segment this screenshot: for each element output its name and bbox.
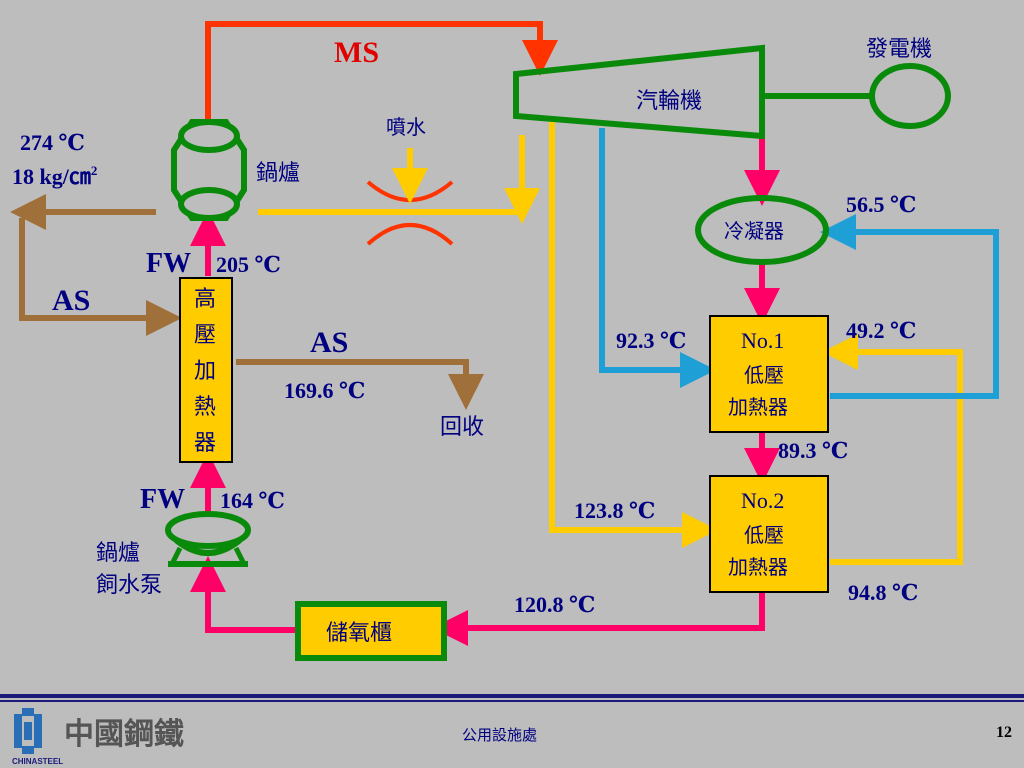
lp1-temp-right-label: 49.2 ℃ [846, 318, 916, 343]
boiler-pressure-label: 18 kg/㎝2 [12, 163, 97, 189]
footer-rule-thin [0, 700, 1024, 702]
deaerator-label: 儲氧櫃 [326, 621, 392, 646]
hp-heater-label-5: 器 [194, 431, 216, 456]
lp2-temp-in-label: 123.8 ℃ [574, 498, 655, 523]
as-left-label: AS [52, 284, 90, 317]
condenser-label: 冷凝器 [724, 219, 784, 243]
page-number: 12 [996, 724, 1012, 741]
lp1-line3: 加熱器 [728, 395, 788, 419]
lp1-drain-to-condenser-line [820, 214, 999, 399]
hp-heater-label-2: 壓 [194, 323, 216, 348]
hp-heater-label-3: 加 [194, 359, 216, 384]
footer-department: 公用設施處 [462, 726, 538, 744]
condenser-temp-label: 56.5 ℃ [846, 192, 916, 217]
svg-text:中國鋼鐵: 中國鋼鐵 [64, 717, 184, 752]
lp2-line2: 低壓 [744, 523, 784, 547]
lp2-drain-to-lp1-line [822, 334, 963, 565]
fw-top-temp-label: 205 ℃ [216, 252, 281, 277]
hp-heater-label-1: 高 [194, 287, 216, 312]
svg-text:CHINASTEEL: CHINASTEEL [12, 757, 63, 766]
spray-arc-bottom [366, 223, 454, 246]
hp-heater[interactable] [179, 277, 233, 463]
generator-label: 發電機 [866, 37, 932, 62]
lp2-temp-right-label: 94.8 ℃ [848, 580, 918, 605]
lp1-title: No.1 [741, 328, 784, 353]
chinasteel-logo: 中國鋼鐵 CHINASTEEL [12, 708, 184, 766]
deaerator-temp-label: 120.8 ℃ [514, 592, 595, 617]
extraction-to-lp2-line [549, 122, 718, 548]
lp2-to-deaerator-line [432, 592, 765, 646]
lp-heater-2[interactable] [709, 475, 829, 593]
hp-heater-label-4: 熱 [194, 395, 216, 420]
as-to-hp-heater-line [19, 218, 182, 336]
as-mid-temp-label: 169.6 ℃ [284, 378, 365, 403]
turbine[interactable] [513, 44, 765, 140]
lp2-line3: 加熱器 [728, 555, 788, 579]
ms-label: MS [334, 36, 379, 69]
fw-bottom-label: FW [140, 484, 185, 515]
recovery-label: 回收 [440, 415, 484, 440]
condenser[interactable] [695, 195, 829, 265]
spray-water-label: 噴水 [386, 115, 426, 139]
lp1-line2: 低壓 [744, 363, 784, 387]
power-cycle-diagram: MS 274 ℃ 18 kg/㎝2 鍋爐 噴水 汽輪機 發電機 冷凝器 56.5… [10, 21, 999, 661]
ms-line [205, 21, 558, 120]
boiler[interactable] [171, 119, 247, 221]
fw-bottom-temp-label: 164 ℃ [220, 488, 285, 513]
deaerator[interactable] [295, 601, 447, 661]
lp2-title: No.2 [741, 488, 784, 513]
boiler-label: 鍋爐 [256, 161, 300, 186]
lp1-temp-out-label: 89.3 ℃ [778, 438, 848, 463]
pump-label-line1: 鍋爐 [96, 541, 140, 566]
generator[interactable] [869, 63, 951, 129]
extraction-to-lp1-line [599, 128, 716, 388]
as-mid-label: AS [310, 326, 348, 359]
footer-rule-thick [0, 694, 1024, 698]
boiler-feed-pump[interactable] [165, 511, 251, 567]
pump-label-line2: 飼水泵 [96, 573, 162, 598]
lp1-temp-in-label: 92.3 ℃ [616, 328, 686, 353]
boiler-temp-label: 274 ℃ [20, 130, 85, 155]
fw-top-label: FW [146, 248, 191, 279]
turbine-label: 汽輪機 [636, 89, 702, 114]
lp-heater-1[interactable] [709, 315, 829, 433]
deaerator-to-pump-line [190, 556, 296, 633]
hp-heater-as-to-recovery-line [236, 359, 484, 410]
